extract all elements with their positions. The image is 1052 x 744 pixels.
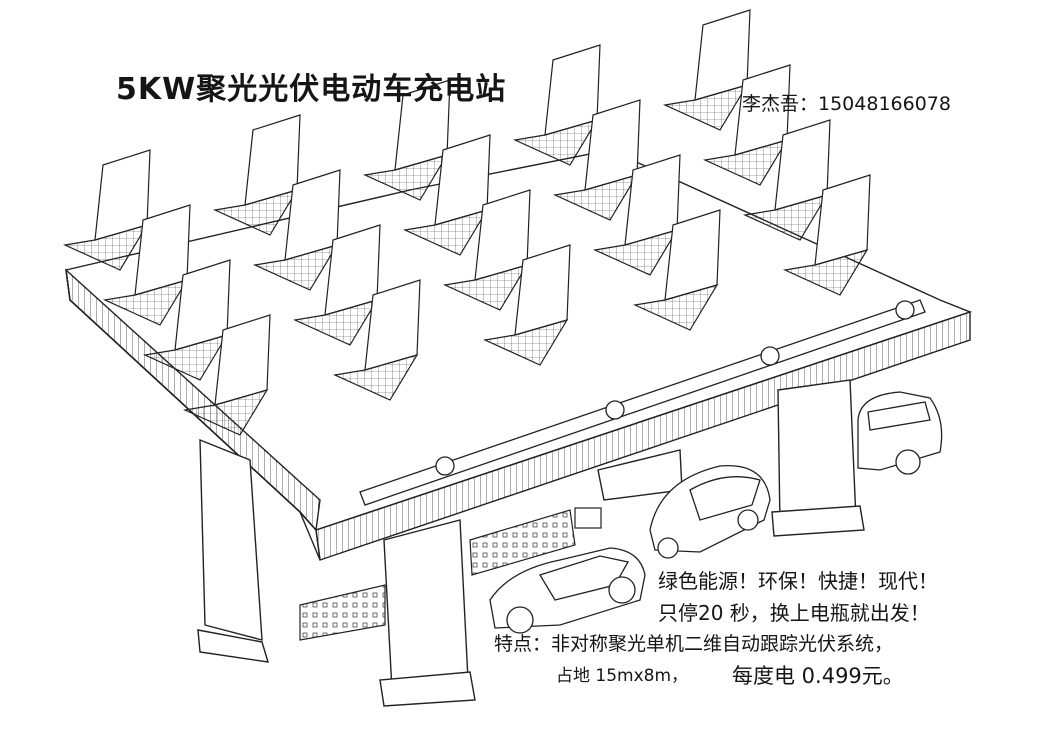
sedan-car	[489, 547, 646, 634]
tracking-shaft	[359, 299, 926, 506]
solar-panel-pair	[142, 259, 231, 381]
van-vehicle	[857, 391, 943, 475]
support-pillars	[197, 379, 865, 707]
solar-panel-pair	[592, 154, 681, 276]
solar-panel-array	[62, 9, 871, 436]
pv-panel	[182, 389, 269, 436]
solar-panel-pair	[402, 134, 491, 256]
solar-panel-pair	[782, 174, 871, 296]
features-text: 特点：非对称聚光单机二维自动跟踪光伏系统，	[494, 633, 894, 655]
slogan-line-2: 只停20 秒，换上电瓶就出发！	[658, 601, 930, 625]
solar-panel-pair	[742, 119, 831, 241]
pv-panel	[782, 249, 869, 296]
pv-panel	[482, 319, 569, 366]
compact-car	[649, 464, 771, 559]
solar-panel-pair	[512, 44, 601, 166]
solar-panel-pair	[212, 114, 301, 236]
solar-panel-pair	[552, 99, 641, 221]
pv-panel	[632, 284, 719, 331]
solar-panel-pair	[662, 9, 751, 131]
canopy-fascia	[65, 268, 971, 561]
battery-packs	[299, 507, 602, 641]
solar-panel-pair	[482, 244, 571, 366]
solar-panel-pair	[102, 204, 191, 326]
price-text: 每度电 0.499元。	[732, 664, 904, 688]
solar-panel-pair	[632, 209, 721, 331]
solar-panel-pair	[702, 64, 791, 186]
author-contact: 李杰吾：15048166078	[742, 93, 951, 115]
solar-panel-pair	[62, 149, 151, 271]
area-text: 占地 15mx8m，	[556, 666, 689, 686]
solar-panel-pair	[332, 279, 421, 401]
pv-panel	[332, 354, 419, 401]
solar-panel-pair	[252, 169, 341, 291]
slogan-line-1: 绿色能源！环保！快捷！现代！	[658, 569, 938, 593]
page-title: 5KW聚光光伏电动车充电站	[116, 72, 507, 107]
solar-panel-pair	[442, 189, 531, 311]
solar-panel-pair	[182, 314, 271, 436]
